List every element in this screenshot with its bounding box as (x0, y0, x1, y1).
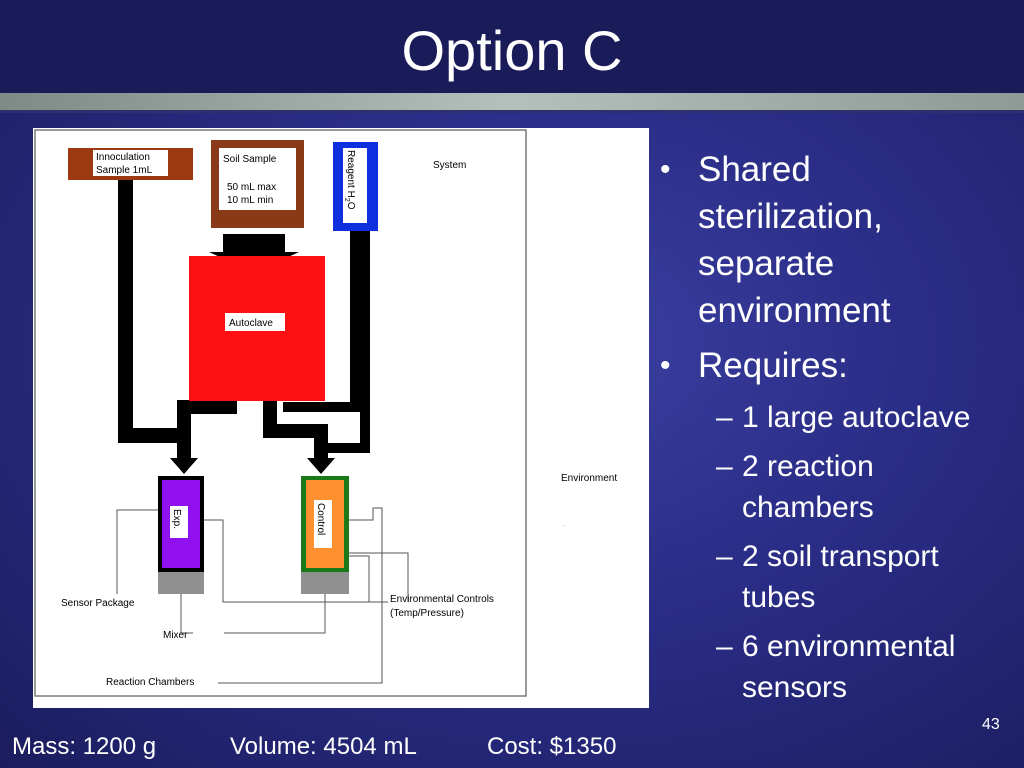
innoculation-tube-horizontal (118, 428, 184, 443)
footer-mass: Mass: 1200 g (12, 733, 157, 760)
env-controls-label-line1: Environmental Controls (390, 594, 494, 605)
soil-to-autoclave-arrow (209, 234, 299, 273)
env-controls-label-line2: (Temp/Pressure) (390, 608, 464, 619)
innoculation-label-bg (93, 150, 168, 176)
exp-label-bg (170, 506, 188, 538)
reagent-tube-left (350, 231, 360, 411)
environment-dot: . (563, 522, 565, 528)
slide-title: Option C (401, 19, 623, 82)
reaction-chambers-line (218, 507, 383, 684)
autoclave-label-bg (225, 313, 285, 331)
reagent-branch-left (283, 402, 360, 412)
reagent-tube-right (360, 231, 370, 453)
soil-sample-title: Soil Sample (223, 154, 277, 165)
mixer-label: Mixer (163, 630, 188, 641)
mixer-line-exp (180, 594, 193, 634)
control-label-bg (314, 500, 332, 548)
exp-label: Exp. (171, 509, 182, 529)
reagent-branch-right (328, 443, 370, 453)
reagent-label: Reagent H2O (343, 150, 356, 210)
title-divider-line (0, 110, 1024, 113)
autoclave-label: Autoclave (229, 318, 273, 329)
bullet-dot: • (660, 349, 671, 382)
sub-bullet-text: 1 large autoclave (742, 401, 971, 434)
control-mixer (301, 572, 349, 594)
transport-tubes (118, 180, 370, 453)
system-diagram: Innoculation Sample 1mL Soil Sample 50 m… (33, 128, 649, 708)
callout-lines (116, 507, 409, 684)
arrow-to-control (307, 446, 335, 474)
title-bar (0, 0, 1024, 93)
soil-sample-label-bg (219, 148, 296, 210)
autoclave-pipe-right (263, 424, 328, 438)
footer-volume: Volume: 4504 mL (230, 733, 417, 760)
bullet-text: Requires: (698, 346, 848, 385)
arrow-to-exp (170, 444, 198, 474)
innoculation-label-line1: Innoculation (96, 152, 150, 163)
reagent-label-bg (343, 148, 367, 223)
mixer-line-control (224, 594, 326, 634)
diagram-svg: Innoculation Sample 1mL Soil Sample 50 m… (34, 129, 617, 697)
sub-bullet-dash: – (716, 401, 733, 434)
sub-bullet-dash: – (716, 540, 733, 573)
control-label: Control (315, 503, 326, 535)
soil-sample-min: 10 mL min (227, 195, 273, 206)
sensor-package-label: Sensor Package (61, 598, 135, 609)
sub-bullet-dash: – (716, 450, 733, 483)
env-control-line-exp (204, 519, 388, 603)
bullet-dot: • (660, 153, 671, 186)
title-divider (0, 93, 1024, 113)
footer-cost: Cost: $1350 (487, 733, 617, 760)
autoclave-pipe-left (177, 400, 237, 414)
exp-feed-pipe (177, 400, 191, 445)
reaction-chambers-label: Reaction Chambers (106, 677, 194, 688)
sub-bullet-dash: – (716, 630, 733, 663)
sensor-package-line (116, 509, 158, 594)
soil-sample-max: 50 mL max (227, 182, 276, 193)
control-feed-pipe (314, 424, 328, 446)
innoculation-tube (118, 180, 133, 443)
env-control-line-control (349, 555, 370, 602)
environment-label: Environment (561, 473, 617, 484)
innoculation-label-line2: Sample 1mL (96, 165, 153, 176)
diagram-border (34, 129, 527, 697)
system-label: System (433, 160, 466, 171)
exp-mixer (158, 572, 204, 594)
slide-number: 43 (982, 716, 1000, 733)
sub-bullet-item: –1 large autoclave (658, 397, 1018, 438)
env-control-line-control2 (349, 552, 409, 602)
bullet-item: • Requires: (658, 342, 1018, 389)
